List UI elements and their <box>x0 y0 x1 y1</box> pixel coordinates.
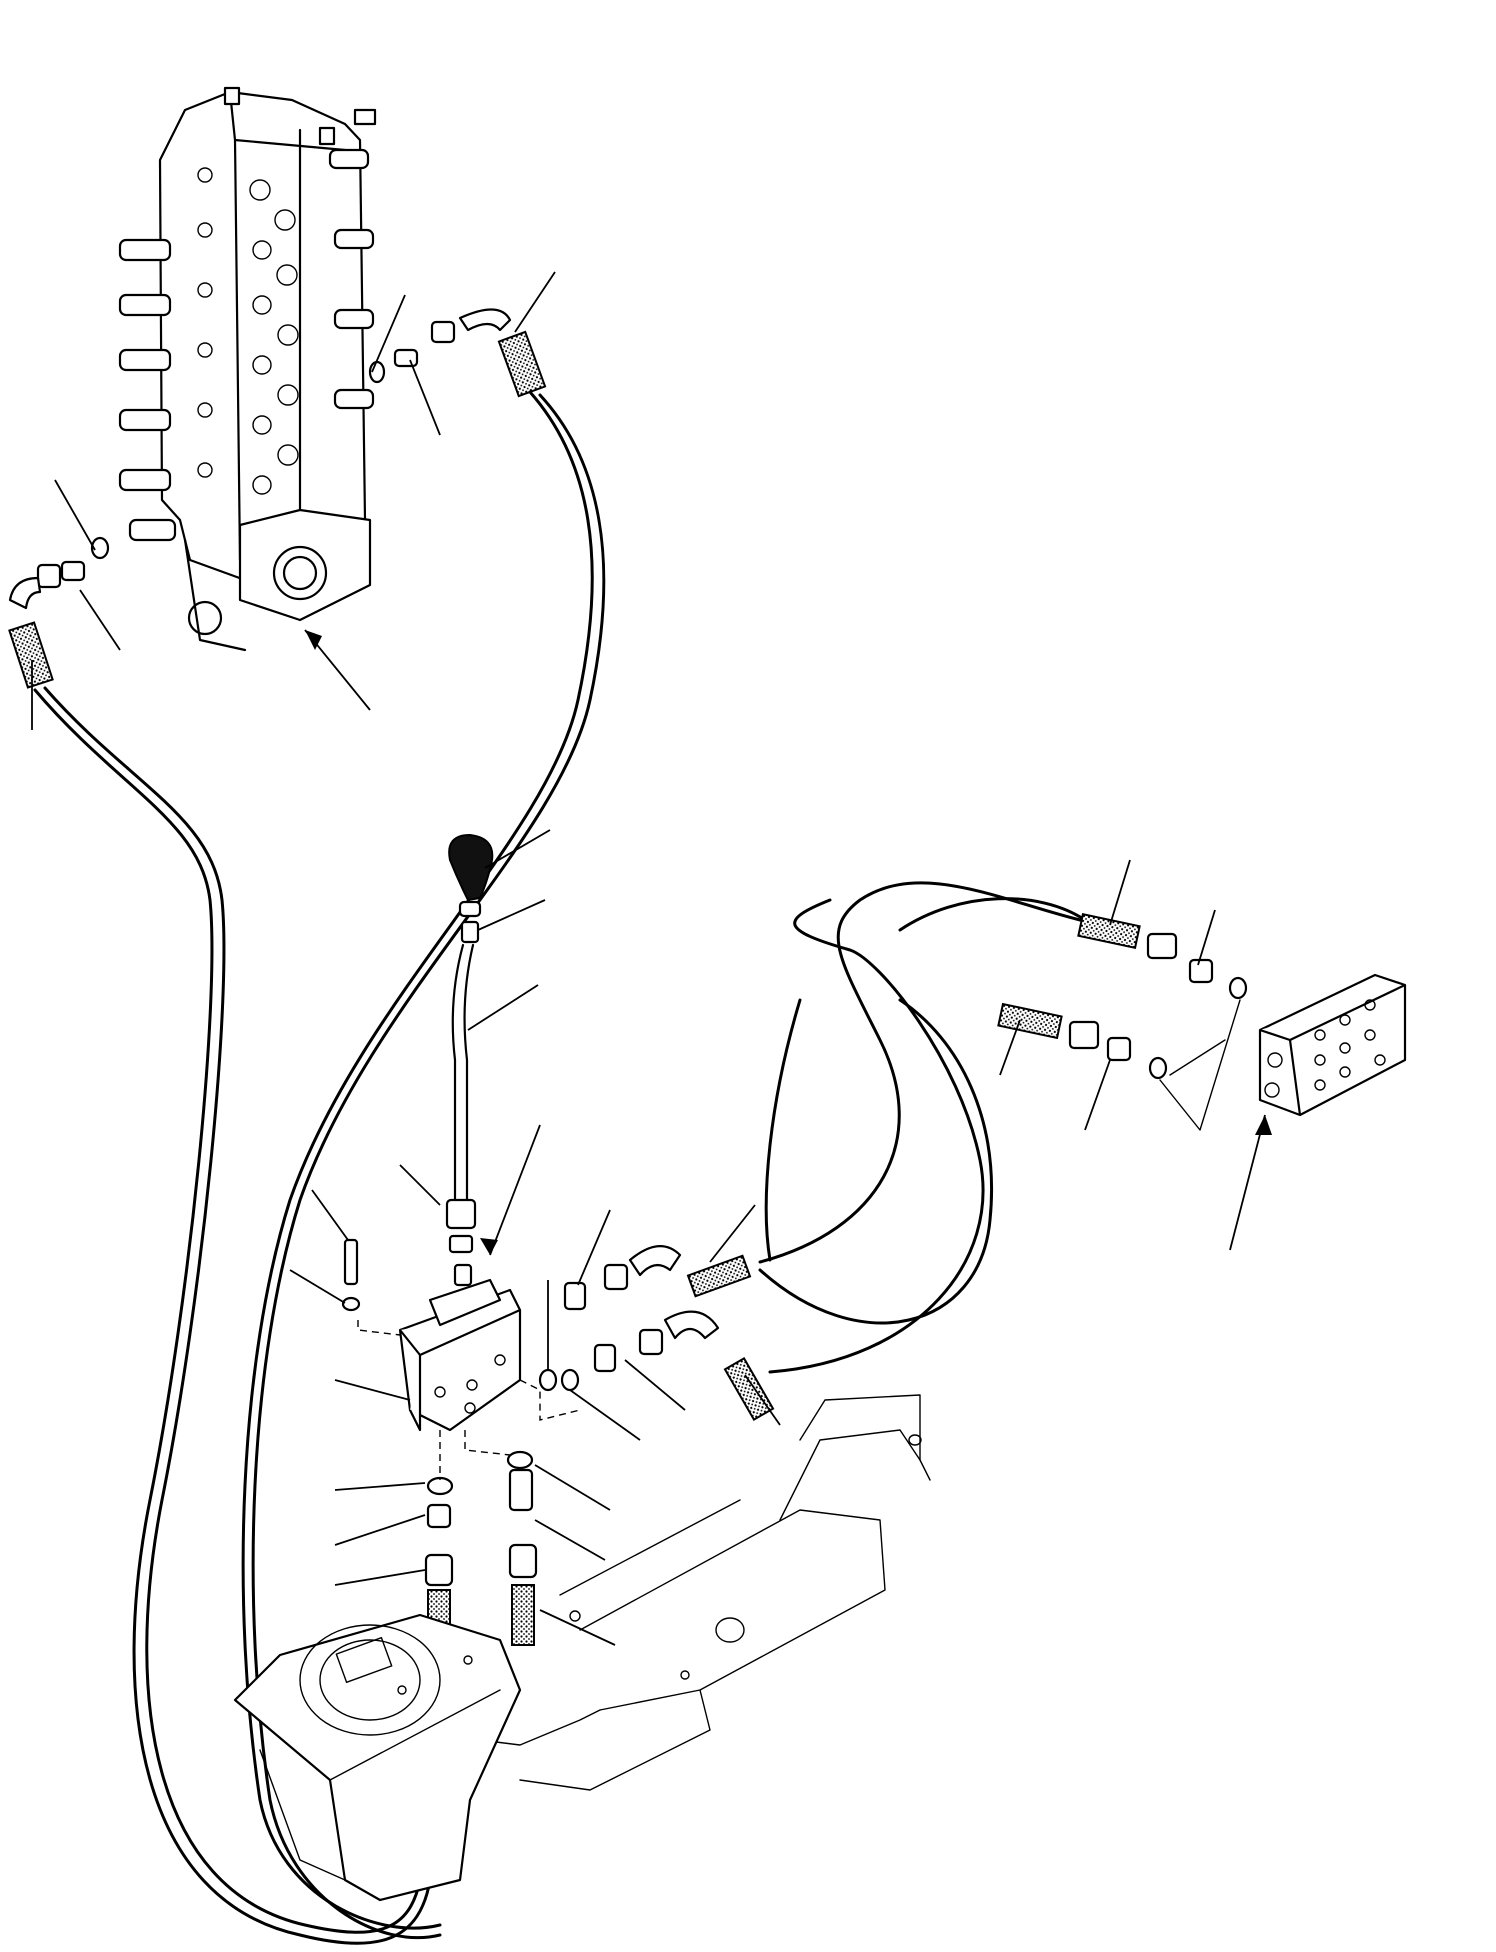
lever-knob-icon <box>448 833 494 944</box>
right-fitting-group <box>368 308 547 398</box>
lower-fitting-group <box>424 1430 538 1651</box>
pointer-arrows <box>305 630 1272 1255</box>
callout-leaders <box>31 271 1266 1646</box>
control-valve-block-icon <box>118 86 377 652</box>
pilot-valve-icon <box>357 1263 581 1432</box>
lever-rod-icon <box>341 943 477 1312</box>
mounting-bracket-icon <box>779 1394 931 1521</box>
frame-cover-icon <box>233 1499 886 1902</box>
hose-loop-icon <box>758 881 1087 1374</box>
left-fitting-group <box>8 536 110 689</box>
hose-right-icon <box>241 390 606 1940</box>
mid-fitting-group <box>538 1245 775 1421</box>
hose-left-icon <box>33 686 432 1945</box>
upper-right-fitting-group <box>997 913 1248 1131</box>
manifold-block-icon <box>1258 973 1407 1117</box>
